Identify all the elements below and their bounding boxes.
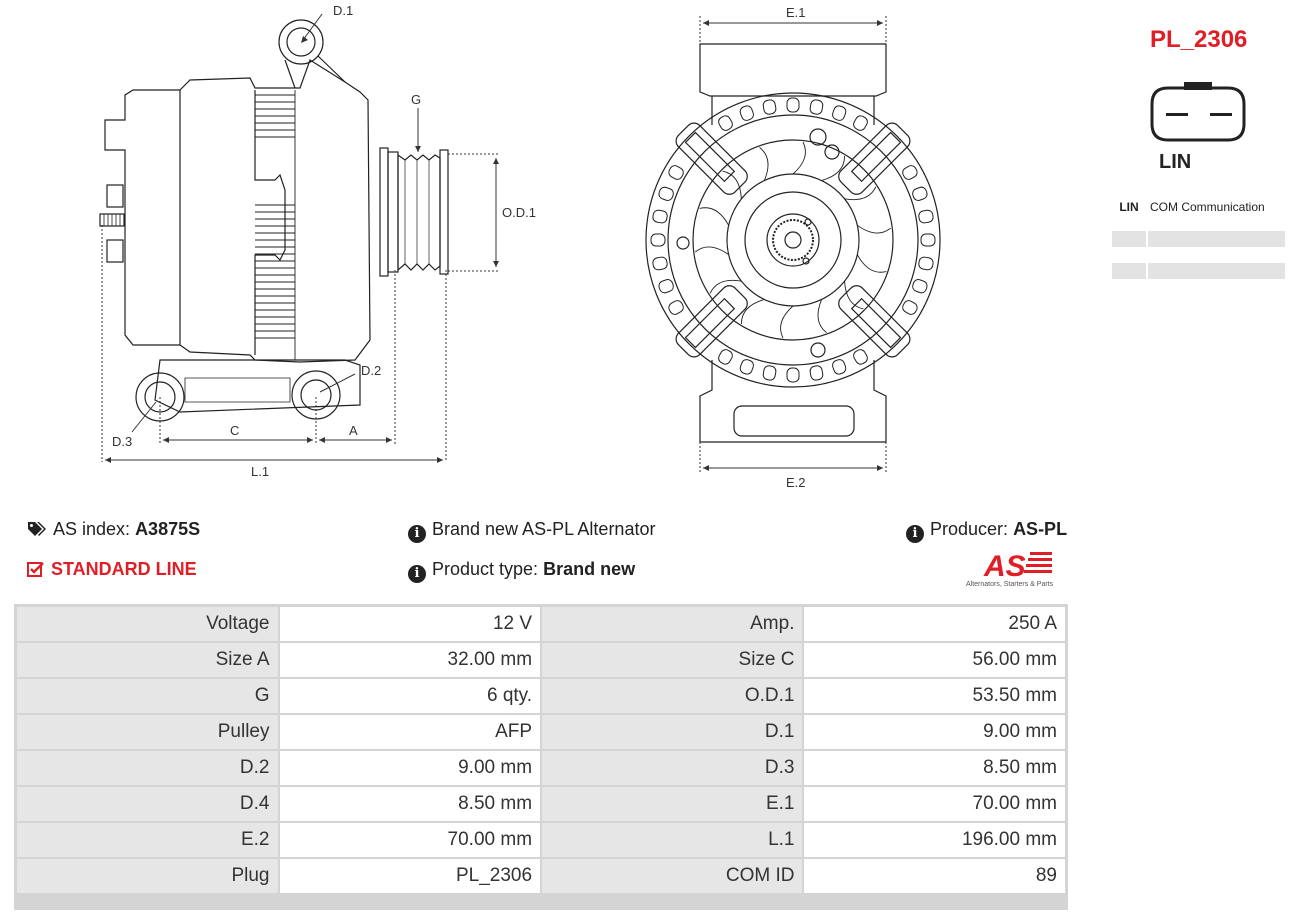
spec-label: D.4 [17, 787, 278, 821]
spec-label: Plug [17, 859, 278, 893]
product-type-label: Product type: [432, 559, 539, 579]
label-od1: O.D.1 [502, 205, 536, 220]
label-c: C [230, 423, 239, 438]
producer: i Producer: AS-PL [906, 519, 1067, 543]
tags-icon [28, 522, 46, 536]
spec-value: 9.00 mm [804, 715, 1065, 749]
info-icon: i [408, 525, 426, 543]
as-pl-logo: AS Alternators, Starters & Parts [962, 548, 1068, 592]
label-a: A [349, 423, 358, 438]
pin-row: LIN COM Communication [1112, 199, 1285, 215]
alternator-front-view-drawing: E.1 E.2 [645, 5, 941, 490]
spec-label: E.2 [17, 823, 278, 857]
as-index-value: A3875S [135, 519, 201, 539]
pin-description [1148, 231, 1285, 247]
spec-label: G [17, 679, 278, 713]
plug-name: LIN [1159, 151, 1192, 173]
label-d1: D.1 [333, 3, 353, 18]
spec-value: 53.50 mm [804, 679, 1065, 713]
product-type-value: Brand new [543, 559, 636, 579]
spec-value: 70.00 mm [279, 823, 541, 857]
label-g: G [411, 92, 421, 107]
product-description: i Brand new AS-PL Alternator [408, 519, 655, 543]
pin-row [1112, 231, 1285, 247]
svg-text:AS: AS [983, 550, 1026, 580]
description-text: Brand new AS-PL Alternator [432, 519, 656, 539]
spec-label: Voltage [17, 607, 278, 641]
alternator-side-view-drawing: D.1 G O.D.1 D.2 D.3 C A L.1 [99, 3, 536, 479]
label-d3: D.3 [112, 434, 132, 449]
plug-code: PL_2306 [1150, 26, 1248, 53]
spec-label: L.1 [542, 823, 803, 857]
spec-label: D.1 [542, 715, 803, 749]
label-e1: E.1 [786, 5, 806, 20]
producer-value: AS-PL [1013, 519, 1068, 539]
checkbox-icon [27, 562, 44, 577]
spec-value: 8.50 mm [279, 787, 541, 821]
as-logo-mark: AS [983, 550, 1052, 580]
pin-code: LIN [1112, 199, 1146, 215]
spec-label: Amp. [542, 607, 803, 641]
spec-value: AFP [279, 715, 541, 749]
standard-line-badge: STANDARD LINE [27, 559, 197, 580]
pin-code [1112, 263, 1146, 279]
spec-label: D.2 [17, 751, 278, 785]
pin-row [1112, 263, 1285, 279]
label-e2: E.2 [786, 475, 806, 490]
product-type: i Product type: Brand new [408, 559, 635, 583]
as-index: AS index: A3875S [27, 519, 200, 540]
spec-value: 8.50 mm [804, 751, 1065, 785]
spec-label: E.1 [542, 787, 803, 821]
as-index-label: AS index: [53, 519, 131, 539]
spec-value: 9.00 mm [279, 751, 541, 785]
label-d2: D.2 [361, 363, 381, 378]
spec-value: 32.00 mm [279, 643, 541, 677]
info-icon: i [408, 565, 426, 583]
spec-label: D.3 [542, 751, 803, 785]
producer-label: Producer: [930, 519, 1009, 539]
spec-value: 250 A [804, 607, 1065, 641]
spec-value: PL_2306 [279, 859, 541, 893]
pin-table: LIN COM Communication [1112, 199, 1285, 279]
info-icon: i [906, 525, 924, 543]
logo-tagline: Alternators, Starters & Parts [966, 581, 1054, 588]
spec-value: 196.00 mm [804, 823, 1065, 857]
spec-value: 12 V [279, 607, 541, 641]
spec-value: 89 [804, 859, 1065, 893]
spec-value: 70.00 mm [804, 787, 1065, 821]
spec-label: COM ID [542, 859, 803, 893]
spec-label: O.D.1 [542, 679, 803, 713]
spec-label: Size A [17, 643, 278, 677]
label-l1: L.1 [251, 464, 269, 479]
spec-value: 6 qty. [279, 679, 541, 713]
pin-description [1148, 263, 1285, 279]
spec-label: Size C [542, 643, 803, 677]
spec-value: 56.00 mm [804, 643, 1065, 677]
standard-line-label: STANDARD LINE [51, 559, 197, 579]
spec-label: Pulley [17, 715, 278, 749]
pin-code [1112, 231, 1146, 247]
pin-description: COM Communication [1148, 199, 1285, 215]
plug-connector-icon [1150, 82, 1246, 142]
